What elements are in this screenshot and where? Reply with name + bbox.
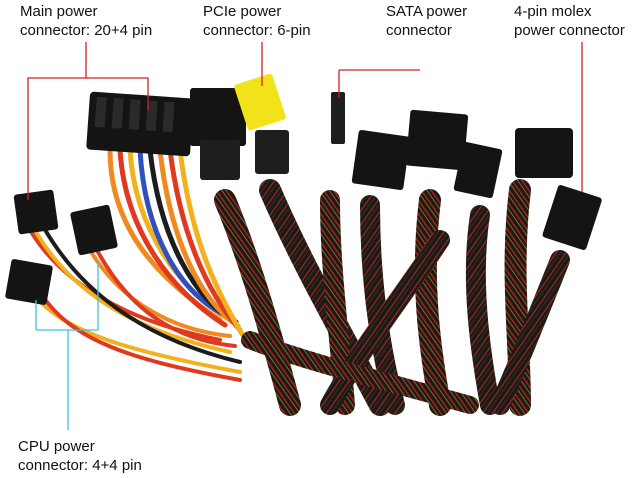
connector-molex [515,128,602,251]
label-cpu-power-connector: CPU power connector: 4+4 pin [18,437,142,475]
connector-24pin [86,91,194,157]
label-main-power-line2: connector: 20+4 pin [20,22,153,39]
label-molex-power-connector: 4-pin molex power connector [514,2,625,40]
label-sata-power-line1: SATA power [386,3,468,20]
label-cpu-power-line2: connector: 4+4 pin [18,457,142,474]
label-main-power-line1: Main power [20,3,98,20]
sleeved-cables [214,179,570,416]
connector-pcie [190,73,289,180]
label-sata-power-line2: connector [386,22,452,39]
label-molex-power-line2: power connector [514,22,625,39]
label-pcie-power-connector: PCIe power connector: 6-pin [203,2,311,40]
label-main-power-connector: Main power connector: 20+4 pin [20,2,152,40]
callout-lines [27,42,583,430]
label-cpu-power-line1: CPU power [18,438,95,455]
connector-sata [331,92,503,199]
label-sata-power-connector: SATA power connector [386,2,467,40]
wire-bundle-left [28,147,245,382]
connector-cpu-4pin [5,189,118,305]
label-pcie-power-line2: connector: 6-pin [203,22,311,39]
label-molex-power-line1: 4-pin molex [514,3,592,20]
label-pcie-power-line1: PCIe power [203,3,282,20]
